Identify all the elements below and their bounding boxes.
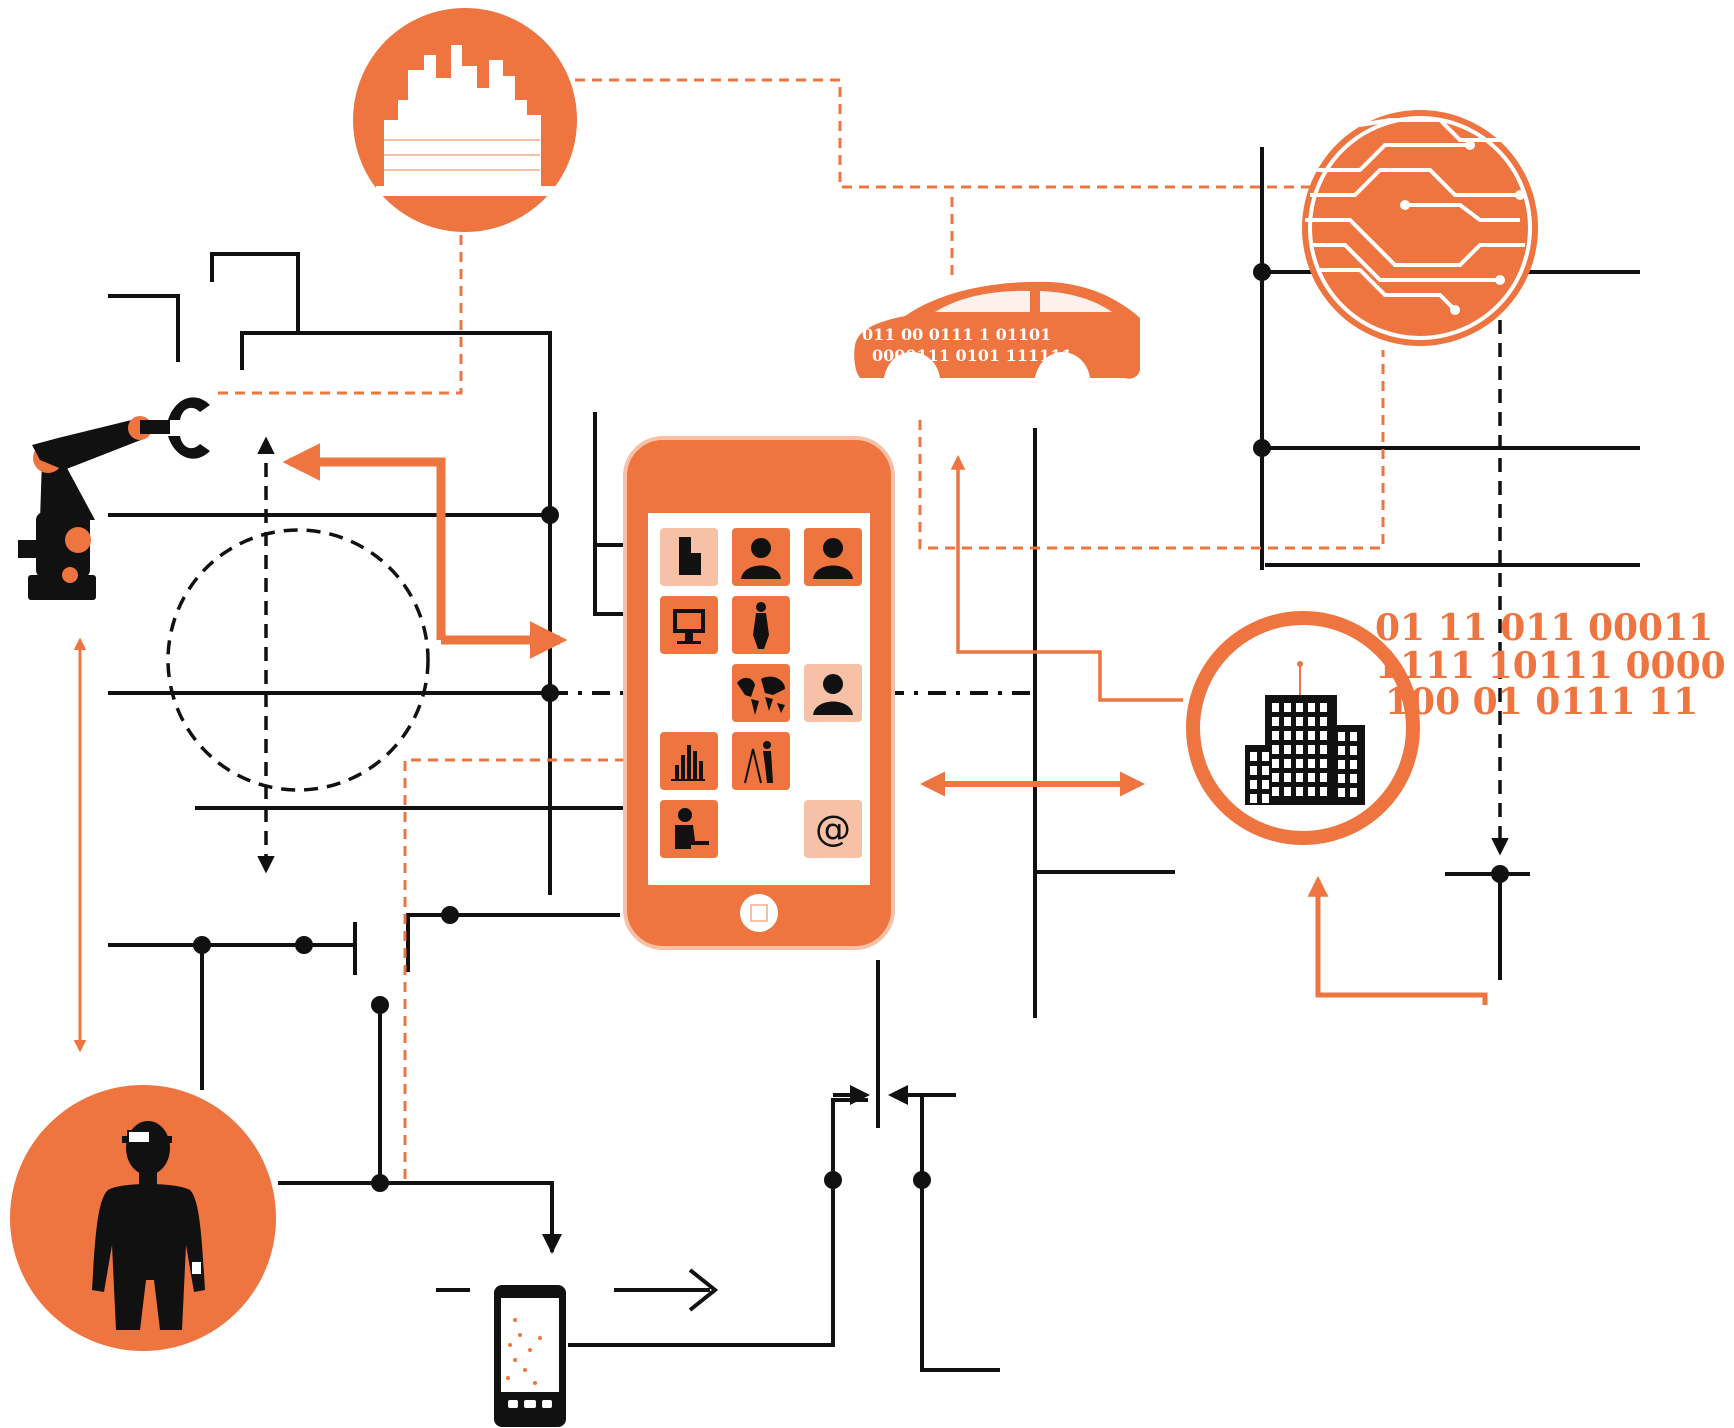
email-app-icon[interactable]: @ — [804, 800, 862, 858]
building-app-icon[interactable] — [660, 528, 718, 586]
person-with-smart-glasses-icon — [10, 1085, 276, 1351]
car-binary-line-2: 0000111 0101 111111 — [872, 346, 1072, 365]
binary-line-1: 01 11 011 00011 — [1375, 607, 1713, 649]
handheld-device-icon — [494, 1285, 566, 1427]
computer-app-icon[interactable] — [660, 596, 718, 654]
orange-arrows — [73, 443, 1488, 1053]
orange-dashed-connectors — [215, 78, 1385, 1185]
dashed-connectors — [166, 320, 1509, 874]
worker-app-icon[interactable] — [660, 800, 718, 858]
office-building-icon — [1186, 611, 1420, 845]
person-app-icon[interactable] — [804, 528, 862, 586]
svg-text:@: @ — [815, 809, 851, 850]
black-arrows — [542, 1085, 925, 1312]
car-binary-line-1: 011 00 0111 1 01101 — [862, 325, 1051, 344]
circuit-board-icon — [1302, 110, 1538, 346]
chart-app-icon[interactable] — [660, 732, 718, 790]
phone-app-grid: @ — [660, 528, 862, 858]
city-skyline-icon — [353, 8, 577, 232]
world-map-app-icon[interactable] — [732, 664, 790, 722]
person-app-icon[interactable] — [804, 664, 862, 722]
person-app-icon[interactable] — [732, 528, 790, 586]
woman-app-icon[interactable] — [732, 596, 790, 654]
binary-code-text: 01 11 011 00011 1111 10111 0000 100 01 0… — [1375, 607, 1726, 723]
smart-car-icon: 011 00 0111 1 01101 0000111 0101 111111 — [854, 281, 1140, 379]
binary-line-3: 100 01 0111 11 — [1385, 681, 1698, 723]
binary-line-2: 1111 10111 0000 — [1375, 645, 1726, 687]
surveyor-app-icon[interactable] — [732, 732, 790, 790]
junction-dots — [193, 263, 1509, 1192]
robot-arm-icon — [18, 397, 210, 600]
